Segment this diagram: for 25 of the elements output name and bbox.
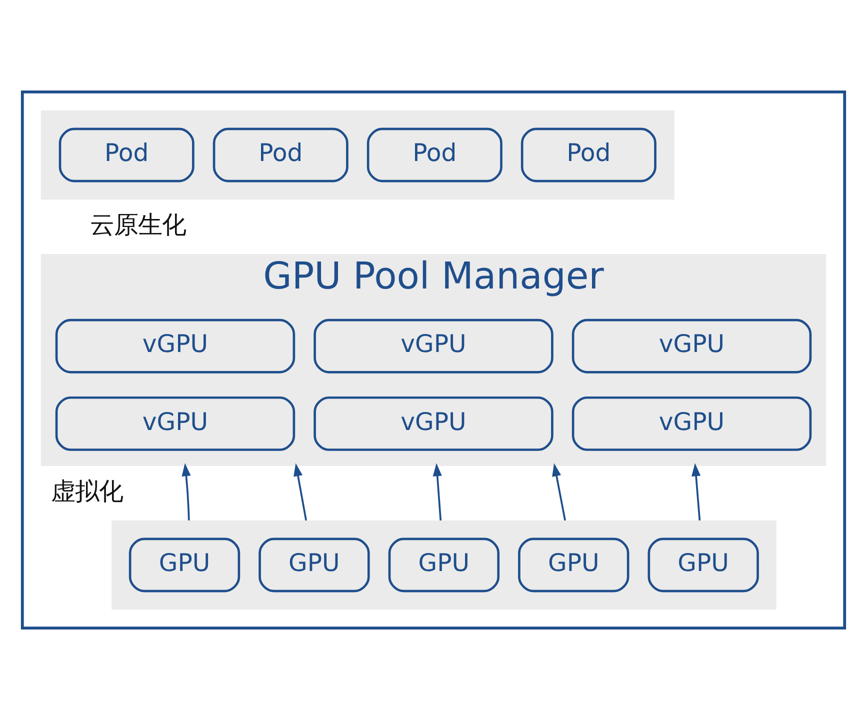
node-box: GPU [258, 538, 370, 592]
node-box: vGPU [572, 396, 812, 451]
cluster [20, 90, 846, 630]
node-box: vGPU [55, 396, 296, 451]
arrow [182, 463, 191, 520]
node-box: Pod [58, 128, 194, 182]
cluster [112, 520, 776, 610]
arrow [294, 463, 308, 521]
node-box: vGPU [572, 318, 812, 374]
node-box: vGPU [55, 318, 296, 374]
node-box: Pod [212, 128, 348, 182]
arrow [692, 463, 701, 520]
node-box: GPU [128, 538, 240, 592]
node-box: GPU [648, 538, 759, 592]
cluster [40, 110, 674, 200]
node-box: GPU [518, 538, 630, 592]
node-box: vGPU [314, 396, 554, 451]
label: 虚拟化 [51, 476, 124, 506]
arrow [432, 463, 442, 520]
arrow [552, 463, 566, 521]
node-box: vGPU [314, 318, 554, 374]
node-box: GPU [388, 538, 500, 592]
label: 云原生化 [90, 210, 186, 239]
node-box: Pod [520, 128, 656, 182]
node-box: Pod [366, 128, 502, 182]
